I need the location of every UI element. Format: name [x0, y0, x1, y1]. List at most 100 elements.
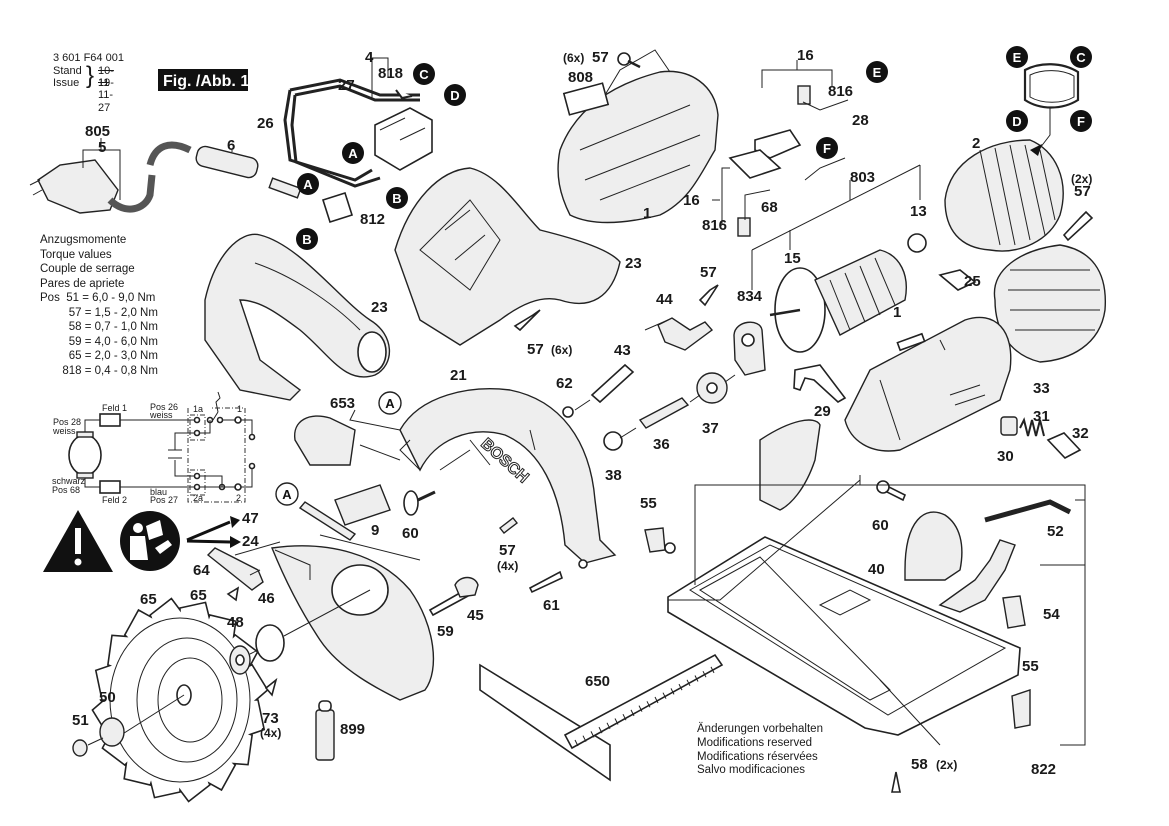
part-number-37: 37: [702, 420, 719, 437]
callout-markers: AA: [275, 391, 402, 506]
svg-text:A: A: [385, 396, 395, 411]
part-number-54: 54: [1043, 606, 1060, 623]
motor-housing-top: [557, 49, 719, 224]
torque-rows: Pos 51 = 6,0 - 9,0 Nm 57 = 1,5 - 2,0 Nm …: [40, 291, 158, 378]
svg-text:A: A: [348, 146, 358, 161]
svg-text:A: A: [303, 177, 313, 192]
spindle-components: [562, 317, 736, 451]
part-number-4: 4: [365, 49, 374, 66]
part-number-805: 805: [85, 123, 110, 140]
svg-text:D: D: [1012, 114, 1021, 129]
label-foil: [334, 484, 391, 526]
part-number-1a: 1: [643, 205, 651, 222]
part-number-31: 31: [1033, 408, 1050, 425]
part-number-68: 68: [761, 199, 778, 216]
part-number-65b: 65: [140, 591, 157, 608]
blade-flanges: [72, 589, 371, 757]
part-number-47: 47: [242, 510, 259, 527]
part-number-818: 818: [378, 65, 403, 82]
svg-text:Pos 28: Pos 28: [53, 417, 81, 427]
brace: }: [86, 61, 95, 89]
note-de: Änderungen vorbehalten: [697, 723, 823, 735]
part-number-812: 812: [360, 211, 385, 228]
part-number-32: 32: [1072, 425, 1089, 442]
parallel-guide: [479, 653, 724, 782]
part-number-50: 50: [99, 689, 116, 706]
part-number-13: 13: [910, 203, 927, 220]
part-number-1b: 1: [893, 304, 901, 321]
issue-date: 19-11-27: [98, 76, 114, 114]
fan-baffle: [733, 321, 766, 376]
svg-text:C: C: [419, 67, 429, 82]
old-date: 10-11: [98, 64, 114, 90]
svg-text:Pos 27: Pos 27: [150, 495, 178, 505]
part-number-46: 46: [258, 590, 275, 607]
svg-text:Feld 1: Feld 1: [102, 403, 127, 413]
part-number-73: 73: [262, 710, 279, 727]
part-number-55a: 55: [640, 495, 657, 512]
part-number-33: 33: [1033, 380, 1050, 397]
svg-text:2a: 2a: [193, 493, 203, 503]
lower-blade-guard: [271, 545, 435, 701]
torque-row: Pos 51 = 6,0 - 9,0 Nm: [40, 292, 156, 304]
torque-table: Anzugsmomente Torque values Couple de se…: [40, 233, 158, 378]
part-number-40: 40: [868, 561, 885, 578]
leader-lines: [234, 319, 1086, 746]
part-number-64: 64: [193, 562, 210, 579]
wiring-diagram: Feld 1 Feld 2 Pos 28 weiss Pos 26 weiss …: [52, 391, 256, 505]
part-number-43: 43: [614, 342, 631, 359]
part-number-57e: 57: [499, 542, 516, 559]
torque-row: 58 = 0,7 - 1,0 Nm: [40, 321, 158, 333]
torque-title-es: Pares de apriete: [40, 277, 125, 290]
quantity-label: (4x): [497, 559, 518, 573]
modification-notes: Änderungen vorbehalten Modifications res…: [697, 723, 823, 778]
svg-text:schwarz: schwarz: [52, 476, 86, 486]
blade-lever: [206, 547, 264, 591]
svg-text:1a: 1a: [193, 404, 203, 414]
part-number-38: 38: [605, 467, 622, 484]
connector-sleeve: [268, 177, 354, 224]
connector-marker-f: F: [816, 137, 838, 159]
part-number-36: 36: [653, 436, 670, 453]
part-number-57b: 57: [1074, 183, 1091, 200]
part-number-899: 899: [340, 721, 365, 738]
part-number-60a: 60: [402, 525, 419, 542]
part-number-822: 822: [1031, 761, 1056, 778]
svg-text:weiss: weiss: [149, 410, 173, 420]
power-cord-assembly: [29, 138, 259, 214]
arrows: [186, 516, 241, 548]
connector-marker-e: E: [1006, 46, 1028, 68]
part-number-25: 25: [964, 273, 981, 290]
saw-blade: [91, 597, 269, 803]
note-fr: Modifications réservées: [697, 750, 818, 763]
part-number-9: 9: [371, 522, 379, 539]
part-number-57a: 57: [592, 49, 609, 66]
svg-text:Pos 26: Pos 26: [150, 402, 178, 412]
part-number-26: 26: [257, 115, 274, 132]
torque-title-fr: Couple de serrage: [40, 263, 135, 275]
read-manual-icon: [120, 511, 180, 571]
part-number-60b: 60: [872, 517, 889, 534]
switch-part: [371, 57, 433, 171]
part-number-27: 27: [338, 77, 355, 94]
svg-text:weiss: weiss: [52, 426, 76, 436]
torque-row: 65 = 2,0 - 3,0 Nm: [40, 350, 158, 362]
depth-quadrant: [759, 419, 821, 511]
terminal-ring-diagram: [1023, 63, 1080, 156]
connector-marker-f: F: [1070, 110, 1092, 132]
part-number-62: 62: [556, 375, 573, 392]
torque-title-en: Torque values: [40, 248, 112, 261]
quantity-label: (2x): [936, 758, 957, 772]
part-number-816a: 816: [828, 83, 853, 100]
screws: [226, 52, 1094, 793]
connector-marker-b: B: [296, 228, 318, 250]
part-number-48: 48: [227, 614, 244, 631]
torque-row: 57 = 1,5 - 2,0 Nm: [40, 306, 158, 319]
part-number-44: 44: [656, 291, 673, 308]
part-number-16a: 16: [797, 47, 814, 64]
svg-text:2: 2: [236, 493, 241, 503]
svg-text:A: A: [282, 487, 292, 502]
issue-label: Issue: [53, 76, 80, 89]
connector-marker-d: D: [1006, 110, 1028, 132]
